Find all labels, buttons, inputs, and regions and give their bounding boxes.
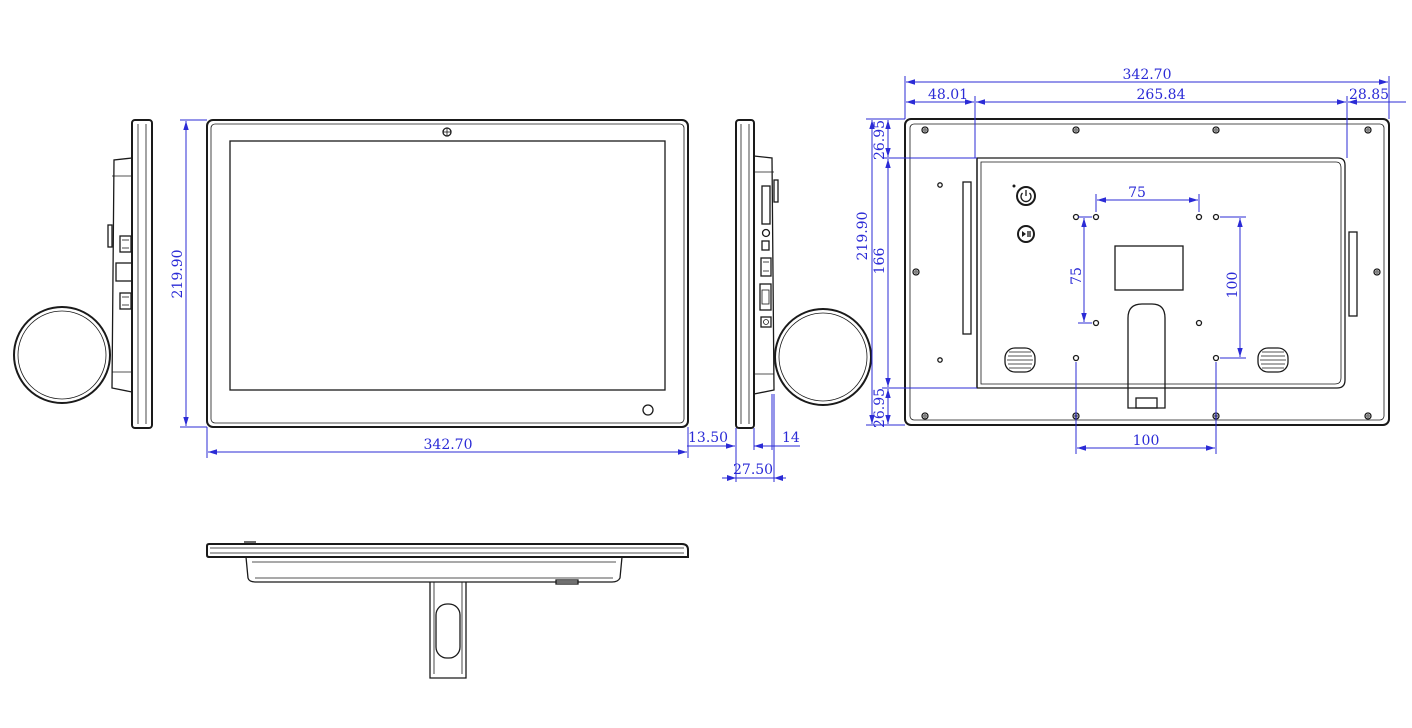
stand-ring-left [13,306,111,404]
usb-port-top [119,235,132,253]
front-height-dimension: 219.90 [170,119,207,428]
usb-port-bottom [119,292,132,310]
vesa-small-v-label: 75 [1069,267,1085,285]
right-side-view [735,119,872,429]
camera-icon [442,127,452,137]
stand-cutout [435,603,461,659]
hdmi-port [759,283,772,311]
back-top-label: 26.95 [872,120,888,160]
vesa-small-h-label: 75 [1128,185,1146,201]
stand-ring-right [774,308,872,406]
side-total-label: 27.50 [733,462,773,478]
back-right-label: 28.85 [1349,87,1389,103]
dc-jack [760,316,772,328]
sd-card-slot [761,185,771,225]
speaker-grill-right [1257,347,1289,373]
side-offset-label: 13.50 [688,430,728,446]
back-inner-height-label: 166 [872,248,888,275]
micro-usb-port [761,240,770,251]
back-view [904,118,1390,426]
bottom-view [206,541,689,679]
back-height-label: 219.90 [855,212,871,261]
back-left-label: 48.01 [928,87,968,103]
vesa-holes [1072,213,1220,362]
back-height-dimensions: 219.90 26.95 166 26.95 [855,118,977,428]
back-bottom-label: 26.95 [872,388,888,428]
front-width-label: 342.70 [424,437,473,453]
audio-jack [761,228,771,238]
bezel-screws [912,126,1381,420]
play-pause-icon [1017,225,1035,243]
rear-vent-right [1348,231,1358,317]
front-view [206,119,689,428]
side-depth-label: 14 [782,430,800,446]
left-side-view [13,119,153,429]
rear-vent-left [962,181,972,335]
back-middle-label: 265.84 [1137,87,1186,103]
back-width-dimensions: 342.70 48.01 265.84 28.85 [904,67,1406,158]
rear-label-area [1114,245,1184,291]
stand-arm-back [1127,303,1166,409]
speaker-grill-left [1004,347,1036,373]
side-depth-dimensions: 13.50 14 27.50 [687,394,800,482]
vesa-large-v-label: 100 [1225,272,1241,299]
side-slot [115,262,133,282]
usb-port-right [760,257,772,277]
vesa-dimensions: 75 75 100 100 [1069,185,1246,454]
rear-housing [976,157,1346,389]
power-icon [1012,184,1036,206]
front-width-dimension: 342.70 [206,427,689,458]
screen [229,140,666,391]
front-height-label: 219.90 [170,250,186,299]
stand-arm-bottom [429,582,467,679]
stand-handle [1135,397,1158,409]
vesa-large-h-label: 100 [1133,433,1160,449]
sensor-icon [642,404,654,416]
back-width-label: 342.70 [1123,67,1172,83]
